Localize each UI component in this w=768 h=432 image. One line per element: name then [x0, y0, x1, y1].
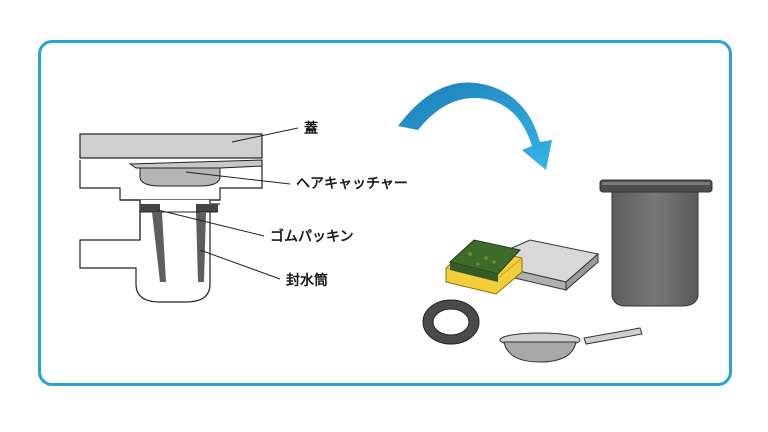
hair-catcher-part [499, 327, 643, 363]
drain-cross-section [79, 127, 299, 303]
leader-trap [199, 249, 281, 280]
label-gasket: ゴムパッキン [270, 229, 354, 245]
hair-catcher [128, 159, 263, 187]
label-lid: 蓋 [304, 121, 318, 137]
leader-lid [231, 127, 299, 143]
drain-pipe-body [79, 199, 220, 303]
label-trap: 封水筒 [286, 273, 328, 289]
water-trap [152, 211, 206, 282]
leader-hair-catcher [185, 171, 291, 185]
gasket-part [422, 299, 480, 345]
leader-gasket [157, 209, 265, 237]
sponge-icon [445, 239, 523, 295]
curved-arrow-icon [398, 82, 552, 170]
lid [79, 133, 263, 159]
trap-part [599, 179, 713, 307]
label-hair-catcher: ヘアキャッチャー [296, 176, 408, 192]
